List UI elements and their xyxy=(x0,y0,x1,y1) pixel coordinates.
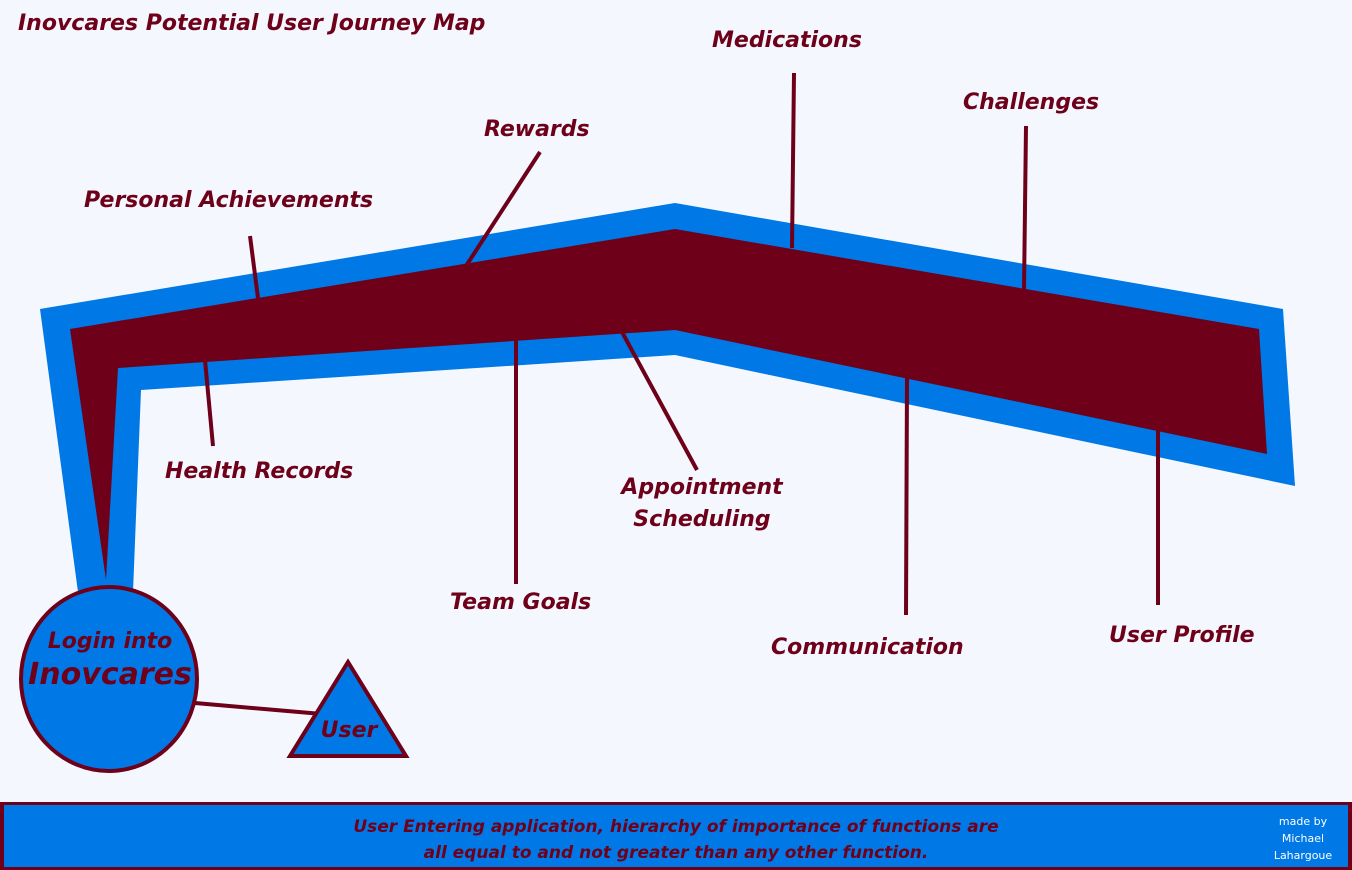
label-personal-achievements: Personal Achievements xyxy=(84,188,374,213)
connector-communication xyxy=(904,377,909,616)
user-node-label: User xyxy=(320,718,378,743)
connector-rewards xyxy=(464,150,542,268)
label-appointment-line2: Scheduling xyxy=(633,507,771,532)
label-rewards: Rewards xyxy=(484,117,590,142)
login-label-line1: Login into xyxy=(47,629,173,654)
label-health-records: Health Records xyxy=(165,459,354,484)
footer-bar: User Entering application, hierarchy of … xyxy=(0,802,1352,870)
credit-line2: Michael xyxy=(1281,832,1325,845)
label-medications: Medications xyxy=(712,28,862,53)
connector-challenges xyxy=(1022,125,1028,291)
footer-note: User Entering application, hierarchy of … xyxy=(4,814,1348,866)
page-title: Inovcares Potential User Journey Map xyxy=(18,11,486,36)
connector-health-records xyxy=(203,359,215,447)
connector-appointment-scheduling xyxy=(620,331,699,471)
credit-line3: Lahargoue xyxy=(1273,849,1333,862)
journey-path-fill xyxy=(70,229,1267,580)
login-label-line2: Inovcares xyxy=(28,657,192,692)
footer-note-line1: User Entering application, hierarchy of … xyxy=(353,817,999,837)
label-appointment-scheduling: Appointment Scheduling xyxy=(621,472,782,536)
label-communication: Communication xyxy=(771,635,964,660)
login-circle xyxy=(19,585,199,773)
connector-personal-achievements xyxy=(248,235,260,299)
footer-note-line2: all equal to and not greater than any ot… xyxy=(423,843,929,863)
label-challenges: Challenges xyxy=(963,90,1100,115)
login-node-label: Login into Inovcares xyxy=(28,626,192,692)
footer-credit: made by Michael Lahargoue xyxy=(1268,813,1338,864)
user-triangle xyxy=(286,658,410,758)
credit-line1: made by xyxy=(1278,815,1328,828)
label-appointment-line1: Appointment xyxy=(621,475,783,500)
connector-medications xyxy=(790,72,796,249)
connector-login-user xyxy=(194,701,323,716)
label-user-profile: User Profile xyxy=(1109,623,1255,648)
label-team-goals: Team Goals xyxy=(450,590,592,615)
